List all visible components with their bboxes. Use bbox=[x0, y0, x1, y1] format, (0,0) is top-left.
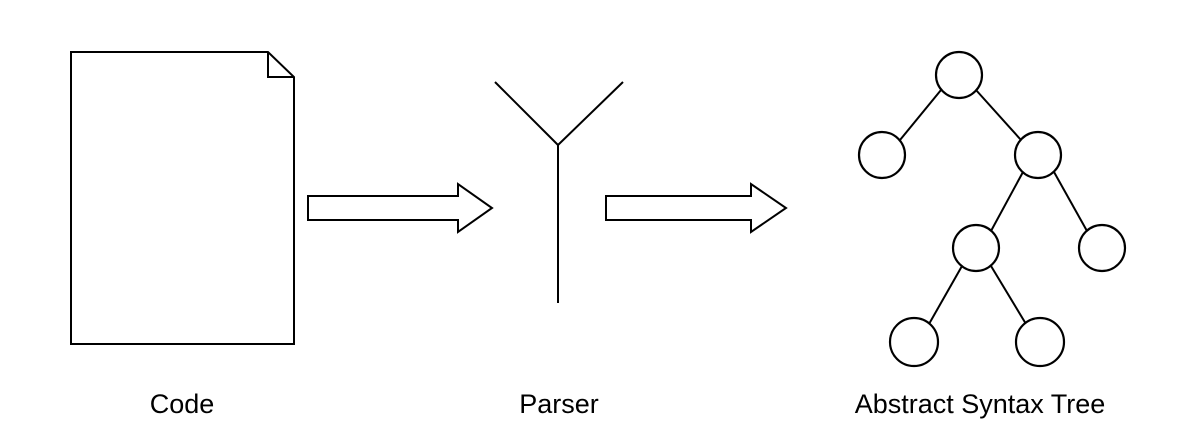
tree-node-n3 bbox=[1013, 130, 1063, 180]
y-fork-left-branch bbox=[494, 81, 559, 146]
tree-nodes bbox=[857, 50, 1127, 368]
tree-node-n5 bbox=[1077, 223, 1127, 273]
tree-edge-n1-n3 bbox=[975, 89, 1022, 141]
document-fold-corner-icon bbox=[267, 52, 294, 78]
tree-edge-n3-n4 bbox=[990, 171, 1024, 232]
tree-edge-n1-n2 bbox=[899, 89, 942, 141]
right-arrow-icon-1 bbox=[307, 182, 494, 234]
tree-node-n2 bbox=[857, 130, 907, 180]
tree-node-n7 bbox=[1014, 316, 1066, 368]
document-page-body bbox=[70, 51, 295, 345]
stage-label-code: Code bbox=[149, 389, 215, 419]
y-fork-icon bbox=[494, 81, 624, 303]
tree-node-root bbox=[934, 50, 984, 100]
tree-edge-n4-n7 bbox=[990, 265, 1027, 325]
tree-edges bbox=[899, 89, 1088, 325]
y-fork-right-branch bbox=[557, 81, 624, 146]
arrow-1-outline bbox=[307, 182, 494, 234]
tree-graph-icon bbox=[857, 50, 1127, 368]
arrow-2-outline bbox=[605, 182, 788, 234]
stage-label-abstract-syntax-tree: Abstract Syntax Tree bbox=[854, 389, 1106, 419]
tree-node-n6 bbox=[888, 316, 940, 368]
tree-node-n4 bbox=[951, 223, 1001, 273]
tree-edge-n4-n6 bbox=[928, 265, 963, 325]
document-page-icon bbox=[70, 51, 295, 345]
tree-edge-n3-n5 bbox=[1053, 171, 1088, 232]
stage-label-parser: Parser bbox=[519, 389, 599, 419]
right-arrow-icon-2 bbox=[605, 182, 788, 234]
